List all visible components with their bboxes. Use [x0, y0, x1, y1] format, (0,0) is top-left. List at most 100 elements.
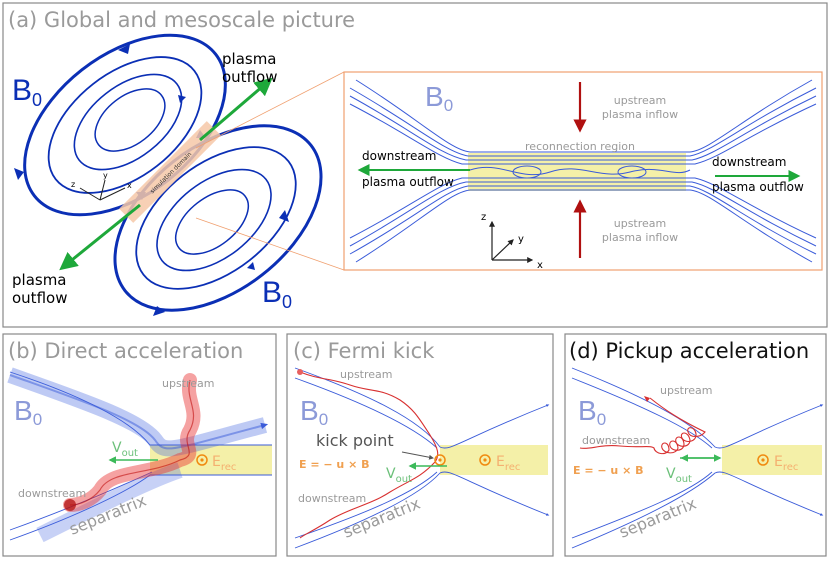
panel-d-field-lines	[571, 367, 824, 549]
panel-c-reconnection-region	[440, 445, 548, 475]
field-line	[355, 189, 813, 263]
simulation-domain-rect	[119, 121, 221, 223]
inset-axis-y-label: y	[518, 234, 524, 245]
arrow-icon	[178, 95, 186, 103]
axis-y	[99, 179, 106, 201]
panel-c-e-formula: E = − u × B	[299, 458, 370, 471]
panel-a: (a) Global and mesoscale picture	[2, 2, 828, 328]
b0-bottom-label: B0	[262, 276, 292, 312]
panel-b-downstream: downstream	[18, 487, 86, 500]
field-line	[294, 471, 438, 539]
zoom-connector-top	[195, 71, 345, 149]
inset-upstream-top-1: upstream	[614, 94, 667, 107]
field-line	[355, 79, 813, 153]
bottom-loop-middle	[135, 146, 297, 290]
inset-reconnection-region	[468, 153, 686, 191]
kick-point-pointer	[401, 451, 434, 460]
inset-axes	[489, 220, 534, 263]
panel-a-title: (a) Global and mesoscale picture	[8, 8, 355, 32]
field-line	[294, 377, 438, 449]
panel-d-b0-label: B0	[578, 395, 606, 429]
inset-axis-z-label: z	[481, 212, 486, 223]
panel-c-v-out: Vout	[386, 466, 412, 485]
panel-c-frame	[286, 333, 554, 557]
panel-d-title: (d) Pickup acceleration	[569, 339, 809, 363]
panel-b: (b) Direct acceleration B0 upstream down…	[2, 333, 277, 557]
field-line	[294, 471, 550, 549]
arrow-icon	[153, 306, 165, 316]
panel-b-reconnection-region	[150, 445, 272, 475]
panel-c-title: (c) Fermi kick	[293, 339, 435, 363]
top-loop-middle	[47, 56, 203, 194]
loop-direction-arrows	[14, 44, 289, 316]
zoom-connector-bottom	[195, 217, 345, 271]
panel-b-e-rec: Erec	[212, 454, 236, 473]
inset-axis-x-label: x	[537, 260, 543, 271]
panel-d-downstream: downstream	[582, 434, 650, 447]
field-line	[571, 471, 824, 549]
axis-y-label: y	[103, 171, 108, 180]
inset-field-lines	[349, 79, 817, 263]
e-rec-symbol	[757, 454, 769, 466]
panel-c-b0-label: B0	[300, 395, 328, 429]
panel-d-reconnection-region	[722, 445, 822, 475]
plasmoid	[512, 165, 542, 179]
panel-b-v-out: Vout	[112, 440, 138, 459]
field-line	[571, 367, 824, 449]
panel-c: (c) Fermi kick B0 upstream kick point E …	[286, 333, 554, 557]
inset-b0-label: B0	[425, 81, 453, 115]
kick-point-dot	[438, 458, 442, 462]
field-line	[349, 103, 817, 165]
particle-trajectory	[69, 379, 195, 506]
field-line	[349, 181, 817, 247]
field-tube-lower	[36, 462, 183, 543]
e-rec-dot	[761, 458, 765, 462]
pickup-trajectory	[579, 397, 706, 455]
axis-x	[99, 187, 126, 201]
bottom-field-loops	[113, 124, 323, 312]
inset-downstream-right-1: downstream	[712, 155, 786, 169]
panel-c-e-rec: Erec	[496, 454, 520, 473]
e-rec-symbol	[479, 454, 491, 466]
panel-d-frame	[564, 333, 827, 557]
inset-upstream-top-2: plasma inflow	[602, 108, 678, 121]
panel-d-e-rec: Erec	[774, 454, 798, 473]
arrow-icon	[279, 210, 289, 222]
top-loop-core	[94, 88, 166, 152]
field-line	[9, 474, 272, 541]
field-line	[294, 367, 550, 449]
outflow-top-label-2: outflow	[222, 68, 277, 86]
panel-b-frame	[2, 333, 277, 557]
mesoscale-inset: B0 upstream plasma inflow reconnection r…	[343, 71, 823, 271]
inset-upstream-bottom-1: upstream	[614, 217, 667, 230]
inset-downstream-right-2: plasma outflow	[712, 180, 804, 194]
panel-a-small-axes	[79, 179, 126, 201]
arrow-icon	[247, 262, 255, 270]
top-loop-inner	[73, 73, 183, 171]
field-tube-upper-center	[9, 374, 269, 450]
e-rec-symbol	[196, 454, 208, 466]
panel-b-title: (b) Direct acceleration	[8, 339, 243, 363]
inset-reconnection-label: reconnection region	[525, 140, 635, 153]
field-line	[349, 177, 817, 239]
field-line	[571, 471, 713, 539]
e-rec-dot	[483, 458, 487, 462]
inset-axis-y	[491, 239, 514, 261]
field-line	[349, 95, 817, 161]
kick-point-symbol	[434, 454, 446, 466]
outflow-bottom-label-2: outflow	[12, 289, 67, 307]
inset-downstream-left-1: downstream	[362, 149, 436, 163]
island-line	[469, 166, 691, 176]
arrow-icon	[118, 44, 130, 54]
arrow-icon	[14, 168, 24, 180]
field-line	[349, 87, 817, 157]
pickup-trajectory-arrow	[644, 396, 650, 402]
panel-d-v-out: Vout	[666, 466, 692, 485]
panel-d-e-formula: E = − u × B	[573, 464, 644, 477]
e-rec-dot	[200, 458, 204, 462]
panel-c-kick-point: kick point	[316, 431, 394, 450]
panel-c-field-lines	[294, 367, 550, 549]
panel-c-downstream: downstream	[298, 492, 366, 505]
trajectory-start-marker	[297, 369, 303, 375]
